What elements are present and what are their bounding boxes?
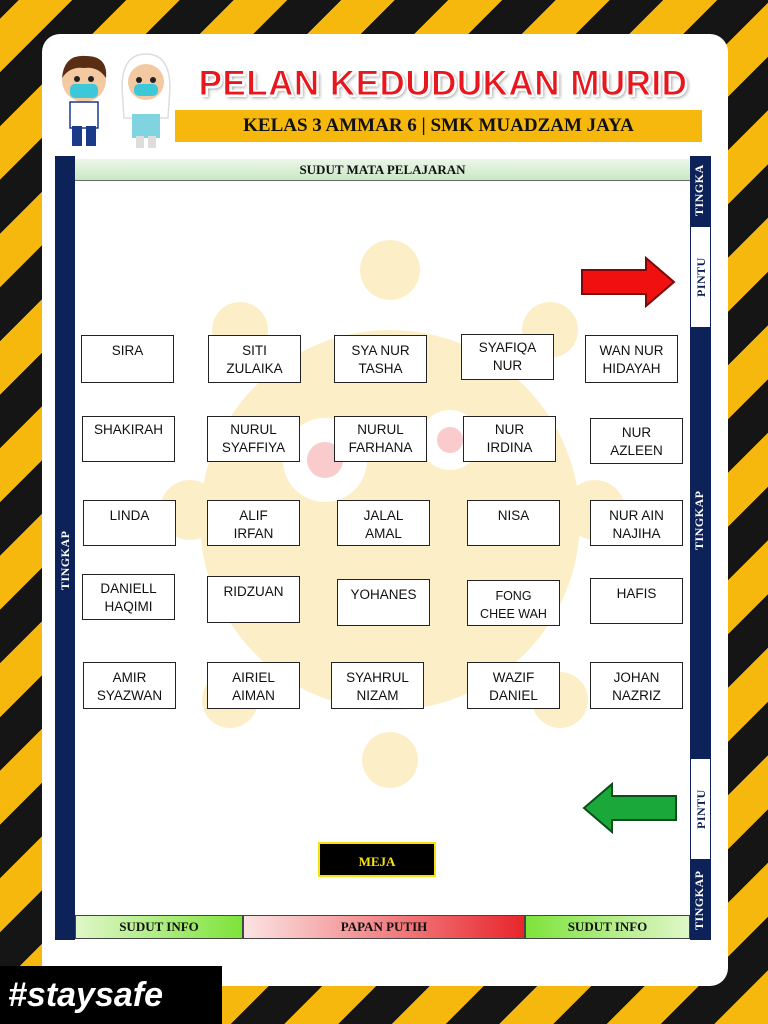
left-wall [55, 156, 75, 940]
seat-r1-c3[interactable]: SYA NUR TASHA [334, 335, 427, 383]
seat-r2-c5[interactable]: NUR AZLEEN [590, 418, 683, 464]
page-title: PELAN KEDUDUKAN MURID [198, 64, 688, 104]
whiteboard: PAPAN PUTIH [243, 915, 525, 939]
right-window-bottom-label: TINGKAP [692, 870, 706, 930]
seat-r4-c3[interactable]: YOHANES [337, 579, 430, 626]
seat-r3-c5[interactable]: NUR AIN NAJIHA [590, 500, 683, 546]
seat-r3-c4[interactable]: NISA [467, 500, 560, 546]
students-mascot-icon [62, 53, 171, 148]
seat-r4-c5[interactable]: HAFIS [590, 578, 683, 624]
seat-r5-c5[interactable]: JOHAN NAZRIZ [590, 662, 683, 709]
seat-r1-c4[interactable]: SYAFIQA NUR [461, 334, 554, 380]
seat-r2-c1[interactable]: SHAKIRAH [82, 416, 175, 462]
seat-r4-c1[interactable]: DANIELL HAQIMI [82, 574, 175, 620]
seat-r1-c2[interactable]: SITI ZULAIKA [208, 335, 301, 383]
door-top[interactable]: PINTU [690, 226, 711, 328]
subject-corner-label: SUDUT MATA PELAJARAN [75, 159, 690, 181]
seat-r4-c2[interactable]: RIDZUAN [207, 576, 300, 623]
seat-r4-c4[interactable]: FONG CHEE WAH [467, 580, 560, 626]
door-bottom[interactable]: PINTU [690, 758, 711, 860]
info-corner-left: SUDUT INFO [75, 915, 243, 939]
class-subtitle: KELAS 3 AMMAR 6 | SMK MUADZAM JAYA [175, 110, 702, 142]
exit-arrow-right-icon [581, 256, 676, 308]
seat-r2-c3[interactable]: NURUL FARHANA [334, 416, 427, 462]
seat-r5-c1[interactable]: AMIR SYAZWAN [83, 662, 176, 709]
left-window-label: TINGKAP [58, 530, 72, 590]
right-window-top-label: TINGKA [692, 164, 706, 216]
seat-r5-c3[interactable]: SYAHRUL NIZAM [331, 662, 424, 709]
seat-r3-c1[interactable]: LINDA [83, 500, 176, 546]
staysafe-hashtag: #staysafe [0, 966, 222, 1024]
info-corner-right: SUDUT INFO [525, 915, 690, 939]
seat-r5-c4[interactable]: WAZIF DANIEL [467, 662, 560, 709]
seat-r3-c2[interactable]: ALIF IRFAN [207, 500, 300, 546]
seat-r1-c1[interactable]: SIRA [81, 335, 174, 383]
seat-r3-c3[interactable]: JALAL AMAL [337, 500, 430, 546]
teacher-desk[interactable]: MEJA GURU [318, 842, 436, 877]
seat-r2-c4[interactable]: NUR IRDINA [463, 416, 556, 462]
right-wall [690, 156, 711, 940]
seat-r2-c2[interactable]: NURUL SYAFFIYA [207, 416, 300, 462]
entry-arrow-left-icon [582, 782, 677, 834]
right-window-middle-label: TINGKAP [692, 490, 706, 550]
seat-r1-c5[interactable]: WAN NUR HIDAYAH [585, 335, 678, 383]
seat-r5-c2[interactable]: AIRIEL AIMAN [207, 662, 300, 709]
